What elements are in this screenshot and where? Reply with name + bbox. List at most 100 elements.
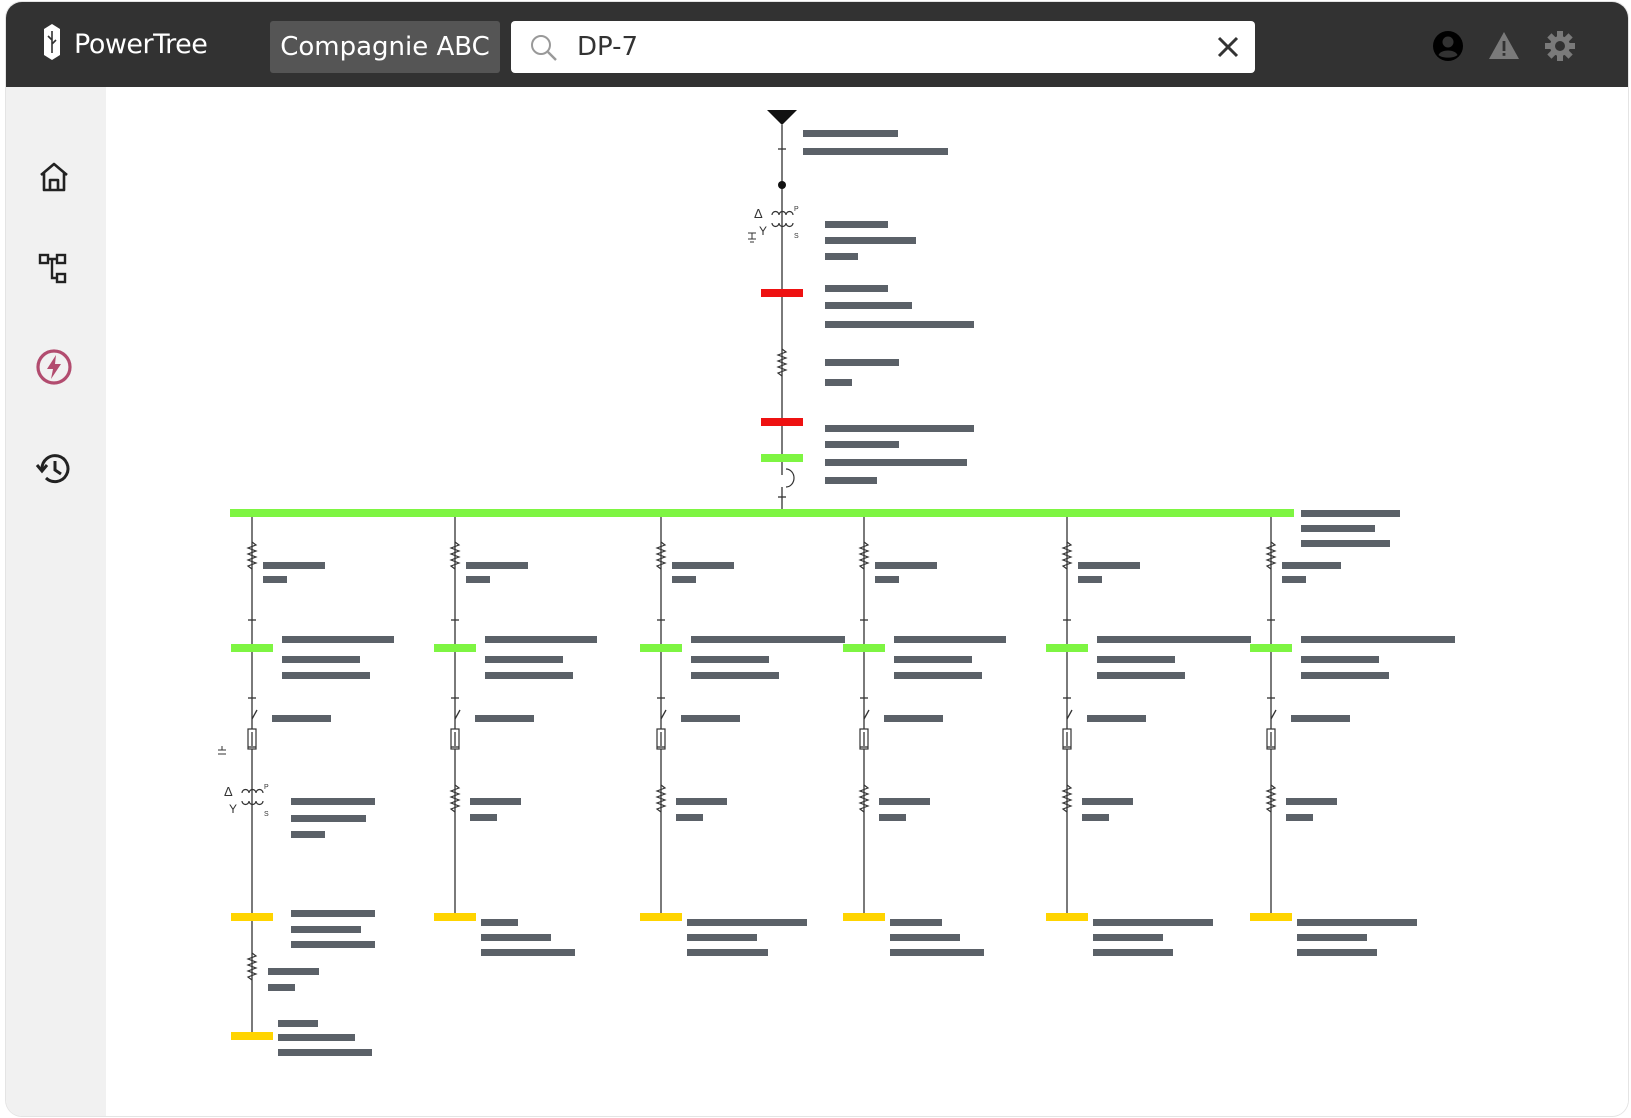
switch-blade xyxy=(863,709,870,720)
branch-label-placeholder xyxy=(481,949,575,956)
clear-search-icon[interactable] xyxy=(1215,34,1241,60)
branch-label-placeholder xyxy=(291,798,375,805)
main-feeder-label-placeholder xyxy=(825,285,888,292)
sidebar-item-hierarchy[interactable] xyxy=(32,249,76,293)
warning-icon[interactable] xyxy=(1488,30,1520,62)
branch-label-placeholder xyxy=(1097,656,1175,663)
branch-load-5[interactable] xyxy=(1046,913,1088,921)
transformer-primary-coil xyxy=(241,788,264,794)
branch-load-3[interactable] xyxy=(640,913,682,921)
app-window: PowerTree Compagnie ABC xyxy=(6,2,1628,1116)
transformer-p-mark: P xyxy=(264,784,269,791)
search-box xyxy=(511,21,1255,73)
branch-label-placeholder xyxy=(1093,934,1163,941)
branch-label-placeholder xyxy=(894,636,1006,643)
branch-label-placeholder xyxy=(1082,798,1133,805)
transformer-symbol[interactable]: ΔY P S xyxy=(224,784,269,818)
branch-label-placeholder xyxy=(291,831,325,838)
branch-label-placeholder xyxy=(1097,636,1251,643)
app-name: PowerTree xyxy=(74,28,208,60)
branch-breaker-1[interactable] xyxy=(231,644,273,652)
branch-breaker-6[interactable] xyxy=(1250,644,1292,652)
branch-label-placeholder xyxy=(481,919,518,926)
resistor-symbol[interactable] xyxy=(655,784,667,813)
sidebar-item-power[interactable] xyxy=(32,347,76,391)
branch-label-placeholder xyxy=(470,798,521,805)
branch-label-placeholder xyxy=(1082,814,1109,821)
utility-source-icon[interactable] xyxy=(767,110,797,125)
ground-icon xyxy=(218,746,226,755)
resistor-symbol[interactable] xyxy=(655,541,667,570)
branch-label-placeholder xyxy=(291,910,375,917)
resistor-symbol[interactable] xyxy=(449,784,461,813)
resistor-symbol[interactable] xyxy=(246,541,258,570)
search-input[interactable] xyxy=(577,29,1177,65)
main-feeder-label-placeholder xyxy=(825,459,967,466)
branch-breaker-3[interactable] xyxy=(640,644,682,652)
branch-load-1[interactable] xyxy=(231,913,273,921)
main-feeder-label-placeholder xyxy=(803,148,948,155)
branch-load-4[interactable] xyxy=(843,913,885,921)
transformer-primary-coil xyxy=(771,210,794,216)
sidebar xyxy=(6,87,106,1116)
resistor-symbol[interactable] xyxy=(1265,784,1277,813)
transformer-delta-mark: Δ xyxy=(224,784,233,799)
branch-label-placeholder xyxy=(672,576,696,583)
resistor-symbol[interactable] xyxy=(246,952,258,981)
branch-label-placeholder xyxy=(278,1049,372,1056)
branch-load-6[interactable] xyxy=(1250,913,1292,921)
branch-label-placeholder xyxy=(1301,656,1379,663)
resistor-symbol[interactable] xyxy=(449,541,461,570)
switch-symbol[interactable] xyxy=(785,468,795,488)
branch-label-placeholder xyxy=(282,656,360,663)
branch-label-placeholder xyxy=(481,934,551,941)
sidebar-item-history[interactable] xyxy=(32,449,76,493)
sidebar-item-home[interactable] xyxy=(32,157,76,201)
branch-downstream-load-1[interactable] xyxy=(231,1032,273,1040)
resistor-symbol[interactable] xyxy=(858,784,870,813)
brand-logo[interactable]: PowerTree xyxy=(40,23,208,66)
branch-label-placeholder xyxy=(879,814,906,821)
branch-label-placeholder xyxy=(268,968,319,975)
branch-label-placeholder xyxy=(875,576,899,583)
resistor-symbol[interactable] xyxy=(858,541,870,570)
main-breaker-2[interactable] xyxy=(761,418,803,426)
branch-label-placeholder xyxy=(1301,636,1455,643)
powertree-logo-icon xyxy=(40,23,64,66)
main-feeder-label-placeholder xyxy=(825,441,899,448)
branch-breaker-5[interactable] xyxy=(1046,644,1088,652)
transformer-wye-mark: Y xyxy=(229,802,237,816)
branch-breaker-4[interactable] xyxy=(843,644,885,652)
main-breaker-3[interactable] xyxy=(761,454,803,462)
company-selector[interactable]: Compagnie ABC xyxy=(270,21,500,73)
transformer-delta-mark: Δ xyxy=(754,206,763,221)
branch-label-placeholder xyxy=(691,656,769,663)
header-actions xyxy=(1432,30,1576,62)
branch-label-placeholder xyxy=(282,636,394,643)
settings-gear-icon[interactable] xyxy=(1544,30,1576,62)
branch-label-placeholder xyxy=(470,814,497,821)
branch-label-placeholder xyxy=(890,949,984,956)
user-account-icon[interactable] xyxy=(1432,30,1464,62)
main-bus[interactable] xyxy=(230,509,1294,517)
branch-label-placeholder xyxy=(691,636,845,643)
branch-label-placeholder xyxy=(1291,715,1350,722)
branch-label-placeholder xyxy=(1297,949,1377,956)
branch-label-placeholder xyxy=(1087,715,1146,722)
resistor-symbol[interactable] xyxy=(776,348,788,377)
branch-label-placeholder xyxy=(1286,798,1337,805)
resistor-symbol[interactable] xyxy=(1061,784,1073,813)
branch-label-placeholder xyxy=(1286,814,1313,821)
resistor-symbol[interactable] xyxy=(1061,541,1073,570)
branch-label-placeholder xyxy=(1301,672,1389,679)
branch-label-placeholder xyxy=(890,934,960,941)
main-feeder-label-placeholder xyxy=(825,253,858,260)
branch-breaker-2[interactable] xyxy=(434,644,476,652)
branch-load-2[interactable] xyxy=(434,913,476,921)
branch-label-placeholder xyxy=(466,576,490,583)
resistor-symbol[interactable] xyxy=(1265,541,1277,570)
main-breaker-1[interactable] xyxy=(761,289,803,297)
transformer-s-mark: S xyxy=(264,811,269,818)
